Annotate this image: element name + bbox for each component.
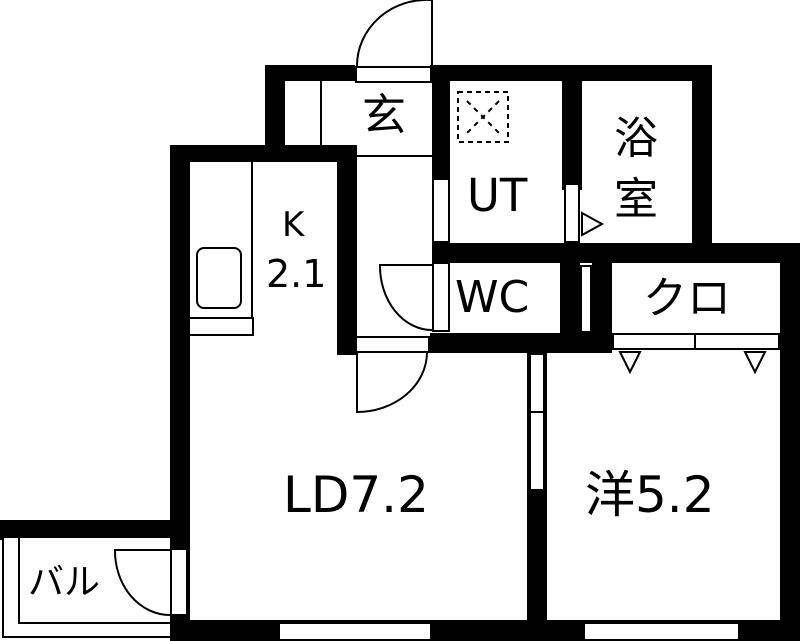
wall-ut-wc <box>432 243 800 263</box>
wc-door <box>432 262 450 332</box>
wc-door-swing-icon <box>378 264 433 331</box>
bath-door <box>564 183 580 243</box>
wall-top-kitchen <box>170 145 355 162</box>
washing-machine-icon <box>457 91 509 143</box>
wc-storage-slit <box>580 265 592 333</box>
room-label-living-dining: LD7.2 <box>283 466 429 524</box>
wall-wc-right <box>560 243 580 353</box>
room-label-kitchen-2: 2.1 <box>266 252 327 296</box>
room-label-bathroom-1: 浴 <box>614 113 658 164</box>
wall-left <box>170 145 190 641</box>
wall-kitchen-right <box>337 145 357 355</box>
wall-bath-right <box>692 65 712 260</box>
wall-wc-left <box>432 243 450 263</box>
bath-door-arrow-icon <box>581 211 605 237</box>
balcony-inner-rail <box>18 538 172 624</box>
wall-balcony-top <box>0 520 190 540</box>
kitchen-counter-end <box>188 317 254 336</box>
western-sliding-door-2 <box>529 411 545 491</box>
ld-door-swing-icon <box>356 352 428 414</box>
room-label-balcony: バル <box>28 562 101 603</box>
ut-sliding-door <box>432 178 450 243</box>
balcony-door-swing-icon <box>113 549 171 616</box>
room-label-utility: UT <box>467 169 528 222</box>
room-label-toilet: WC <box>455 272 530 323</box>
room-label-bathroom-2: 室 <box>614 174 658 225</box>
wall-right <box>780 243 800 641</box>
wall-ut-bath <box>562 65 582 190</box>
corridor-threshold <box>355 336 430 353</box>
closet-arrow-right-icon <box>743 351 767 375</box>
closet-arrow-left-icon <box>618 351 642 375</box>
ld-window <box>278 622 432 641</box>
wall-wc-bottom <box>430 333 612 353</box>
western-window <box>583 622 740 641</box>
shoe-cabinet-line <box>320 81 322 149</box>
entrance-threshold <box>355 66 432 83</box>
room-label-western-room: 洋5.2 <box>585 466 715 524</box>
wall-top-upper <box>265 65 355 81</box>
room-label-closet: クロ <box>643 273 731 324</box>
entrance-door-swing-icon <box>355 0 433 67</box>
room-label-kitchen-1: K <box>282 205 305 245</box>
wall-ut-left <box>432 65 450 180</box>
wall-closet-left <box>592 243 612 353</box>
wall-left-upper <box>265 65 285 160</box>
kitchen-sink-icon <box>196 247 242 309</box>
entrance-step-line <box>355 155 432 157</box>
closet-door-right <box>694 333 780 350</box>
balcony-outer-rail <box>2 538 172 638</box>
room-label-entrance: 玄 <box>362 90 406 141</box>
